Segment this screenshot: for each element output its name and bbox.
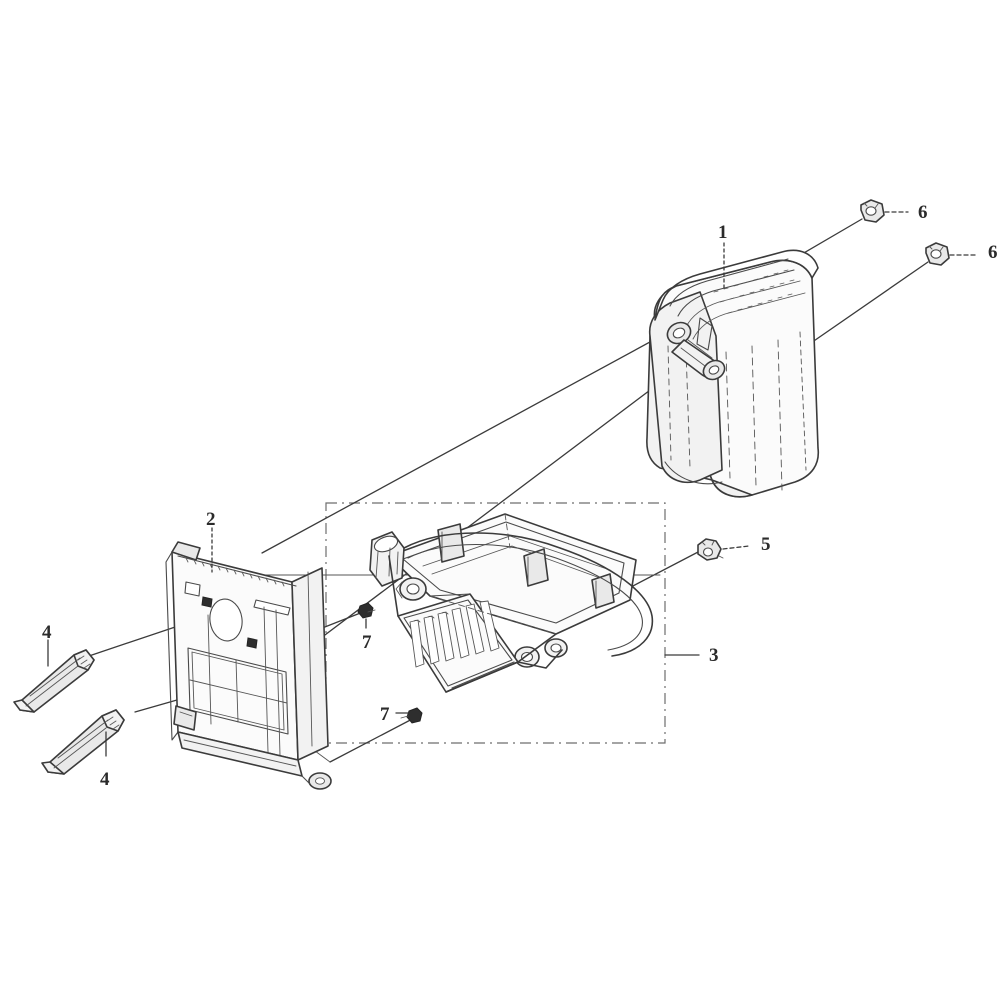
protector-boss-upper [201,596,213,608]
protector-left-return [165,551,179,741]
stud-upper-threads [77,655,91,669]
part-nut-lower [925,242,979,266]
protector-rib-horiz [189,679,288,704]
assembly-inlet-collar [369,531,405,587]
muffler-outlet-boss [666,321,726,381]
assembly-mount-tab-a [437,523,465,563]
protector-oval-hole [209,598,243,642]
part-stud-bolt-lower [41,709,125,775]
protector-foot-left [173,705,197,731]
assembly-side-wall-top [429,593,471,597]
callout-label-1: 1 [718,222,728,243]
muffler-body-top-cap [654,249,819,321]
assembly-side-wall-right [517,633,557,663]
callout-label-4-upper: 4 [42,622,52,643]
protector-boss-lower [246,637,258,649]
muffler-front-cutout [696,317,713,351]
callout-label-5: 5 [761,534,771,555]
protector-flange-crease [307,571,313,747]
leader-shield-to-muffler [261,329,673,554]
assembly-front-lip-inner [451,661,515,689]
leader-nut-lower [794,261,929,355]
assembly-top-rib-2 [431,545,601,579]
callout-label-6-lower: 6 [988,242,998,263]
muffler-top-ribs [669,258,806,340]
muffler-bottom-edge [664,461,723,485]
part-nut-upper [860,199,909,223]
assembly-mount-tab-b [523,548,549,587]
leader-bolt7-lower [329,715,419,763]
assembly-pivot-eye-right2 [544,638,568,658]
protector-recess-frame-inner [191,651,285,731]
assembly-side-wall-left [388,555,399,617]
protector-recess-frame [187,647,289,735]
callout-label-7-upper: 7 [362,632,372,653]
protector-rib-vert [235,659,239,723]
protector-bead-b [275,609,281,756]
protector-square-hole [184,581,201,597]
protector-top-hook [171,541,201,561]
protector-bead-c [207,614,212,725]
part-stud-bolt-upper [13,639,95,713]
protector-top-band [177,555,297,587]
assembly-guard-bar-outer [403,532,654,657]
callout-label-7-lower: 7 [380,704,390,725]
assembly-hidden-edge [429,595,557,635]
protector-top-texture [185,557,285,587]
part-muffler-body [646,249,820,498]
assembly-hidden-edge-2 [504,513,511,549]
muffler-assembly-boundary-box [325,502,666,744]
assembly-guard-bar-inner [407,544,643,651]
protector-slot-hole [253,599,291,616]
callout-label-4-lower: 4 [100,769,110,790]
part-muffler-protector [165,541,332,790]
protector-bottom-rail-line [183,739,297,767]
leader-bolt-to-muffler [304,359,691,651]
muffler-face-seams [667,331,807,491]
part-bolt-lower [395,707,423,724]
assembly-top-rim [402,521,625,624]
part-bolt-upper [357,602,376,629]
callout-label-2: 2 [206,509,216,530]
protector-bead-a [263,606,269,753]
callout-label-6-upper: 6 [918,202,928,223]
part-muffler-assembly [369,513,654,693]
callout-5-leader [722,545,750,550]
protector-mount-eye [301,772,332,790]
muffler-body-side-panel [648,291,723,484]
muffler-shoulder-texture [713,269,795,314]
grille-slot-ends [413,611,449,623]
assembly-front-lip [445,649,563,693]
callout-label-3: 3 [709,645,719,666]
part-flange-nut [697,538,750,561]
assembly-pivot-eye-left [395,577,427,601]
